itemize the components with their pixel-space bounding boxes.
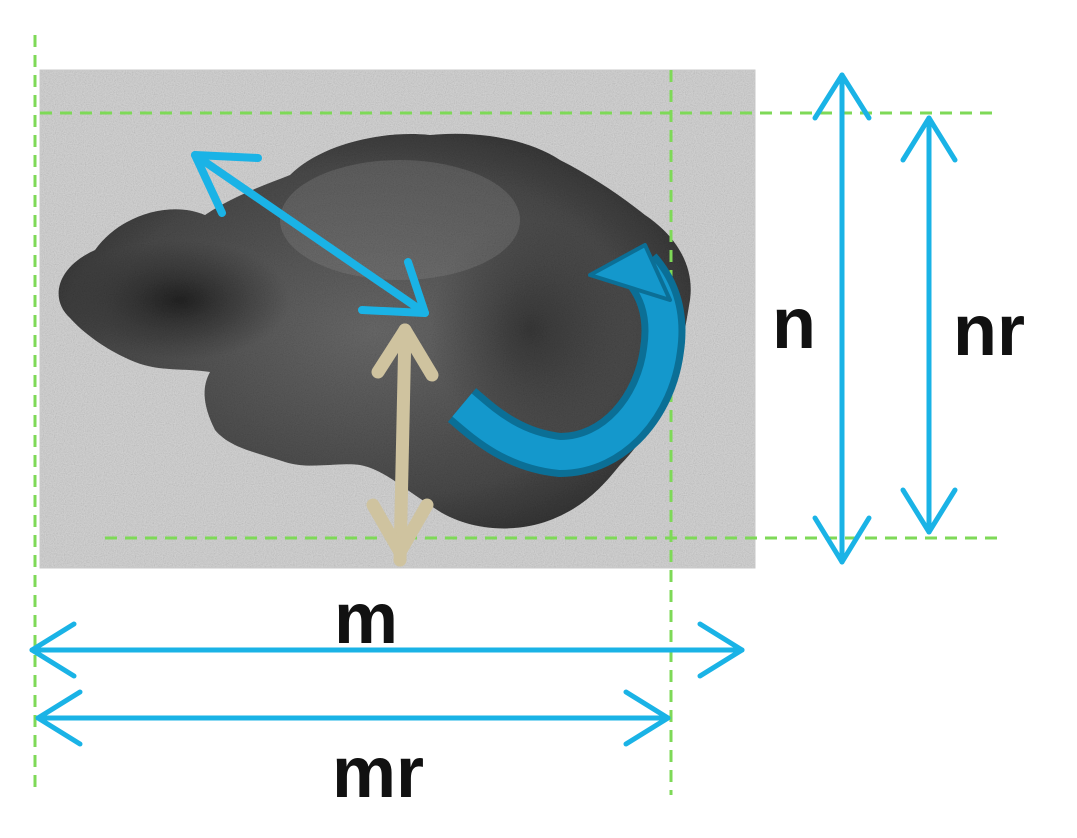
- arrow-nr: [900, 115, 958, 535]
- arrow-n: [812, 72, 872, 565]
- arrow-m: [29, 621, 745, 679]
- double-arrow-icon: [366, 323, 439, 567]
- arrow-mr: [35, 689, 671, 747]
- double-arrow-icon: [191, 151, 429, 317]
- label-mr: mr: [332, 733, 424, 813]
- label-n: n: [772, 284, 816, 364]
- label-nr: nr: [953, 291, 1025, 371]
- label-m: m: [334, 579, 398, 659]
- curved-arrow-icon: [447, 243, 686, 478]
